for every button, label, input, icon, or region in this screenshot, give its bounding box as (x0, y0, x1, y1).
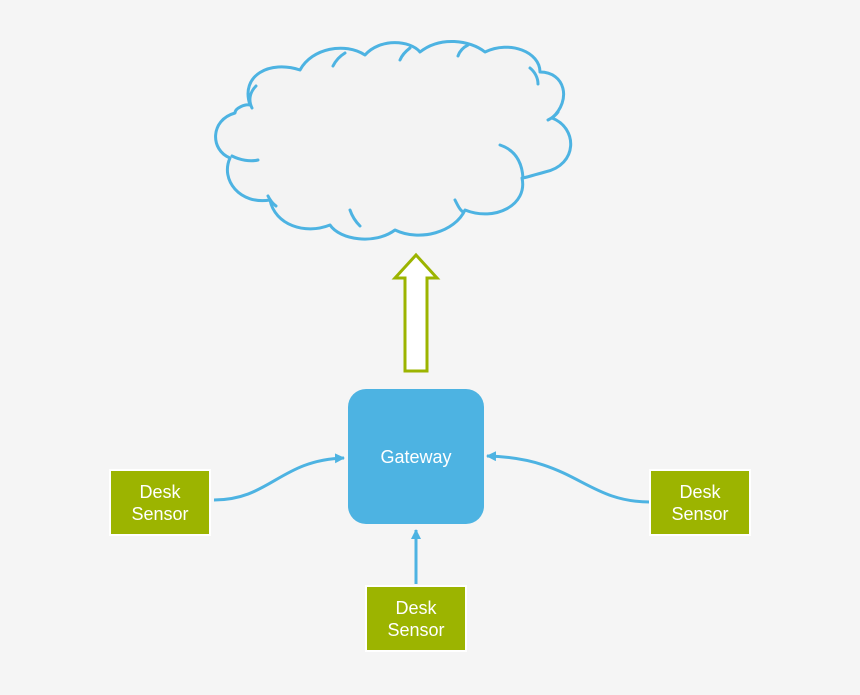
connector-left-sensor-to-gateway (213, 453, 345, 502)
uplink-arrow (391, 252, 441, 373)
desk-sensor-right-label: Desk Sensor (671, 481, 729, 524)
desk-sensor-right: Desk Sensor (649, 469, 751, 536)
desk-sensor-left: Desk Sensor (109, 469, 211, 536)
connector-right-sensor-to-gateway (486, 451, 651, 504)
gateway-node: Gateway (348, 389, 484, 524)
gateway-label: Gateway (380, 447, 452, 467)
cloud-icon (214, 39, 573, 241)
desk-sensor-left-label: Desk Sensor (131, 481, 189, 524)
desk-sensor-bottom-label: Desk Sensor (387, 597, 445, 640)
desk-sensor-bottom: Desk Sensor (365, 585, 467, 652)
